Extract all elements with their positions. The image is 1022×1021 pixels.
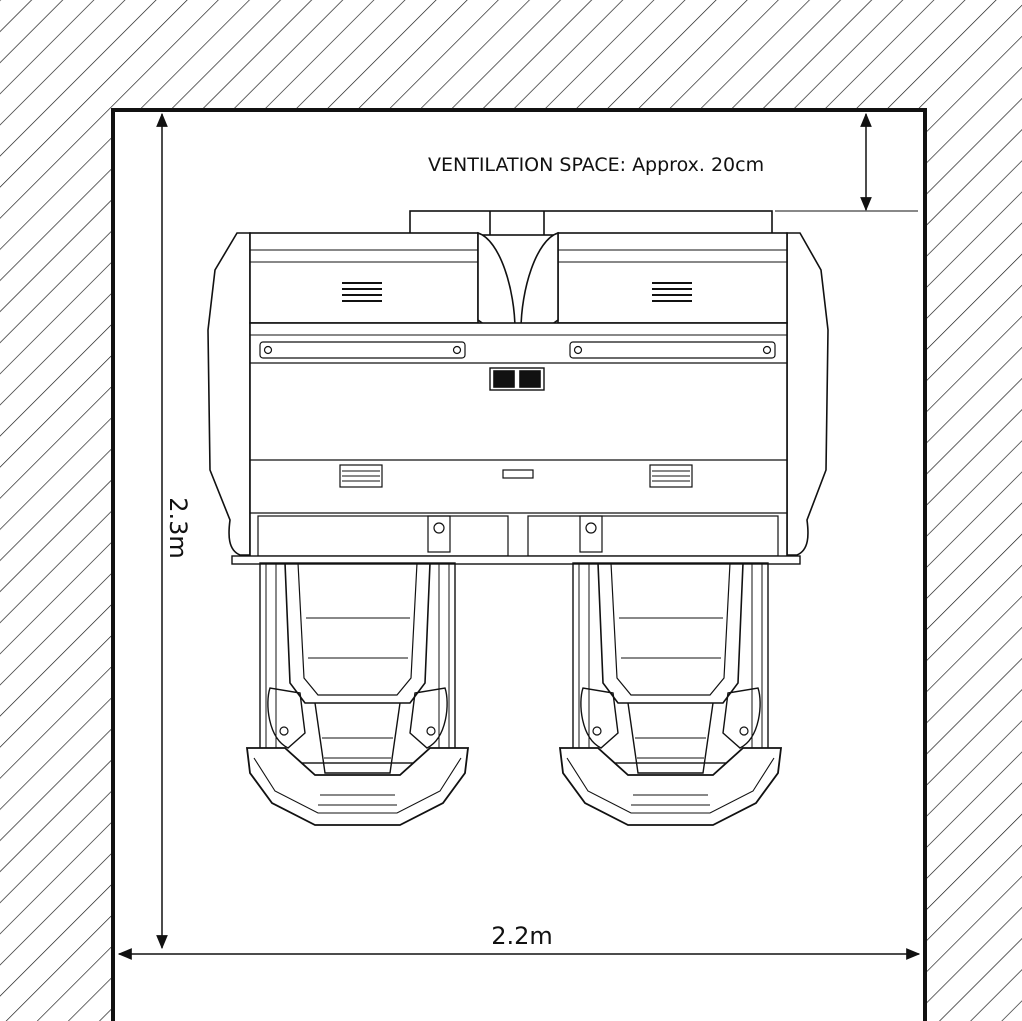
game-cabinet-machine bbox=[207, 210, 829, 565]
ventilation-label: VENTILATION SPACE: Approx. 20cm bbox=[428, 154, 764, 176]
width-label: 2.2m bbox=[491, 922, 553, 950]
height-label: 2.3m bbox=[164, 497, 192, 559]
